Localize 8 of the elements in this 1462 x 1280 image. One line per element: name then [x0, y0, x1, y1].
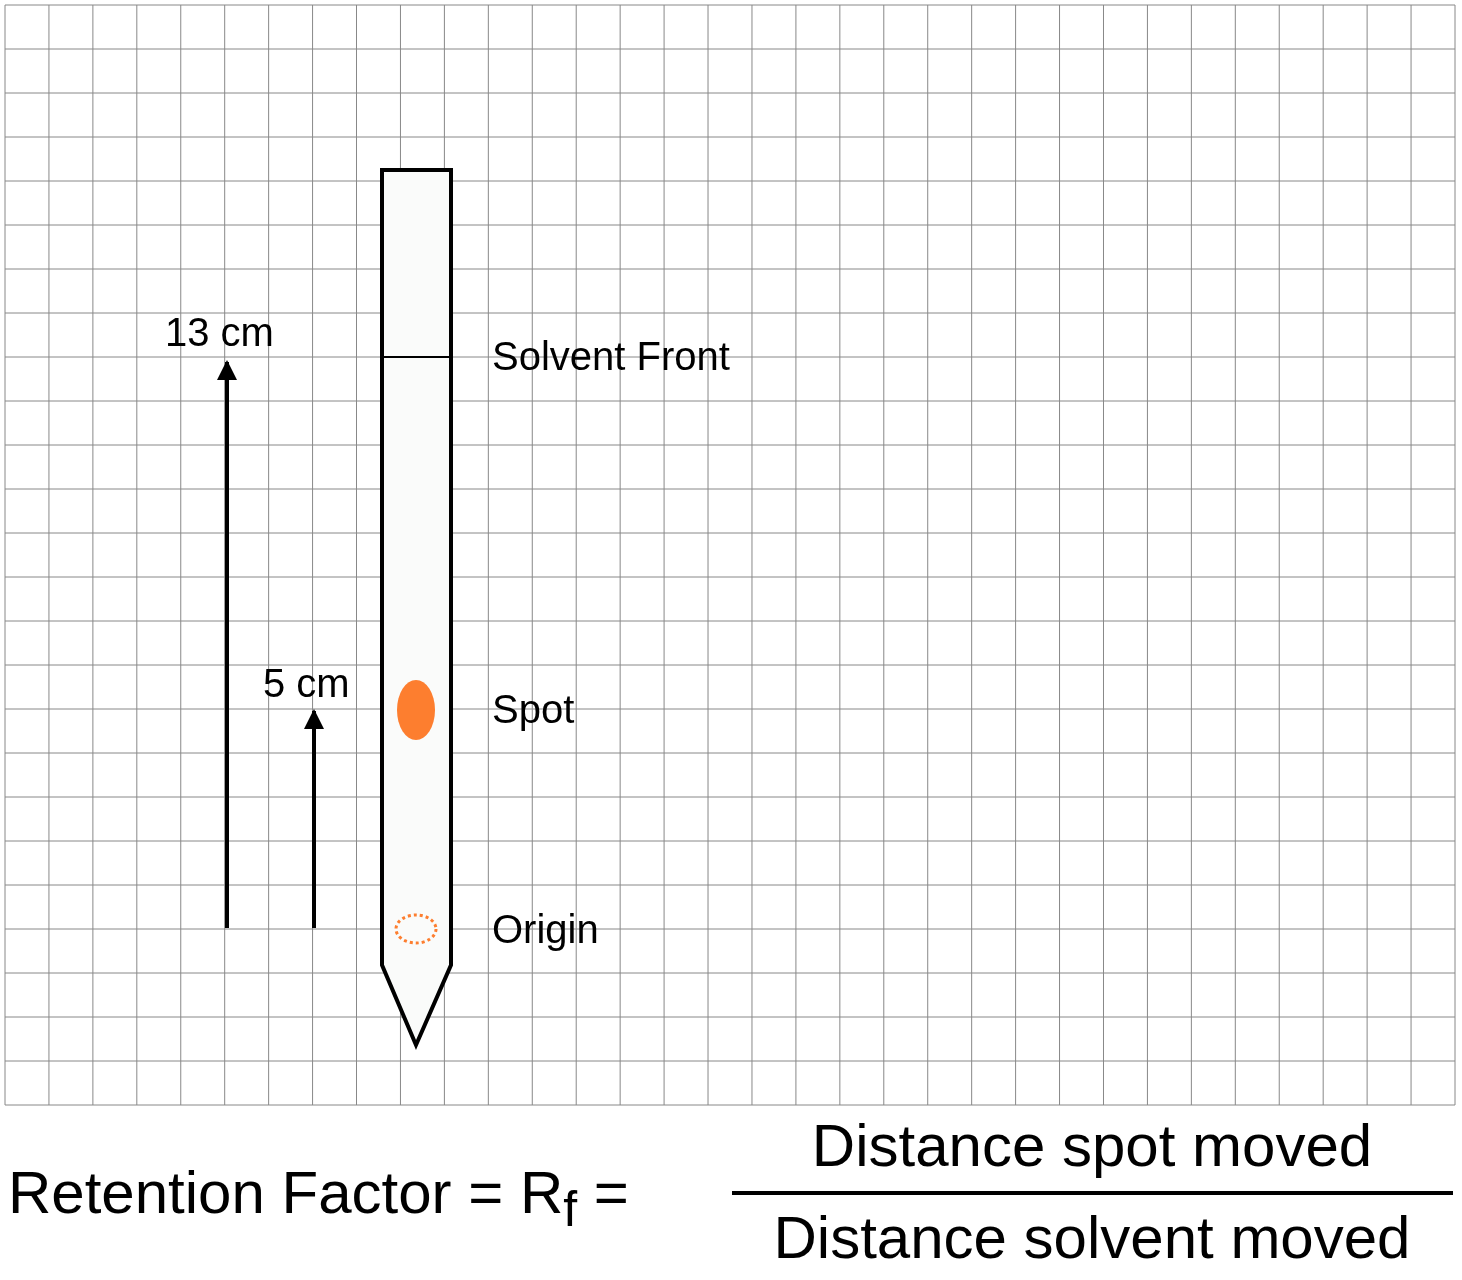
formula-text: Retention Factor = R$_{f}$ =: [8, 1163, 629, 1234]
dimension-label: 5 cm: [263, 663, 350, 703]
formula-numerator: Distance spot moved: [811, 1116, 1373, 1176]
part-label: Spot: [492, 689, 575, 729]
part-label: Origin: [492, 909, 599, 949]
part-label: Solvent Front: [492, 336, 730, 376]
formula-denominator: Distance solvent moved: [773, 1208, 1411, 1268]
dimension-label: 13 cm: [165, 312, 274, 352]
